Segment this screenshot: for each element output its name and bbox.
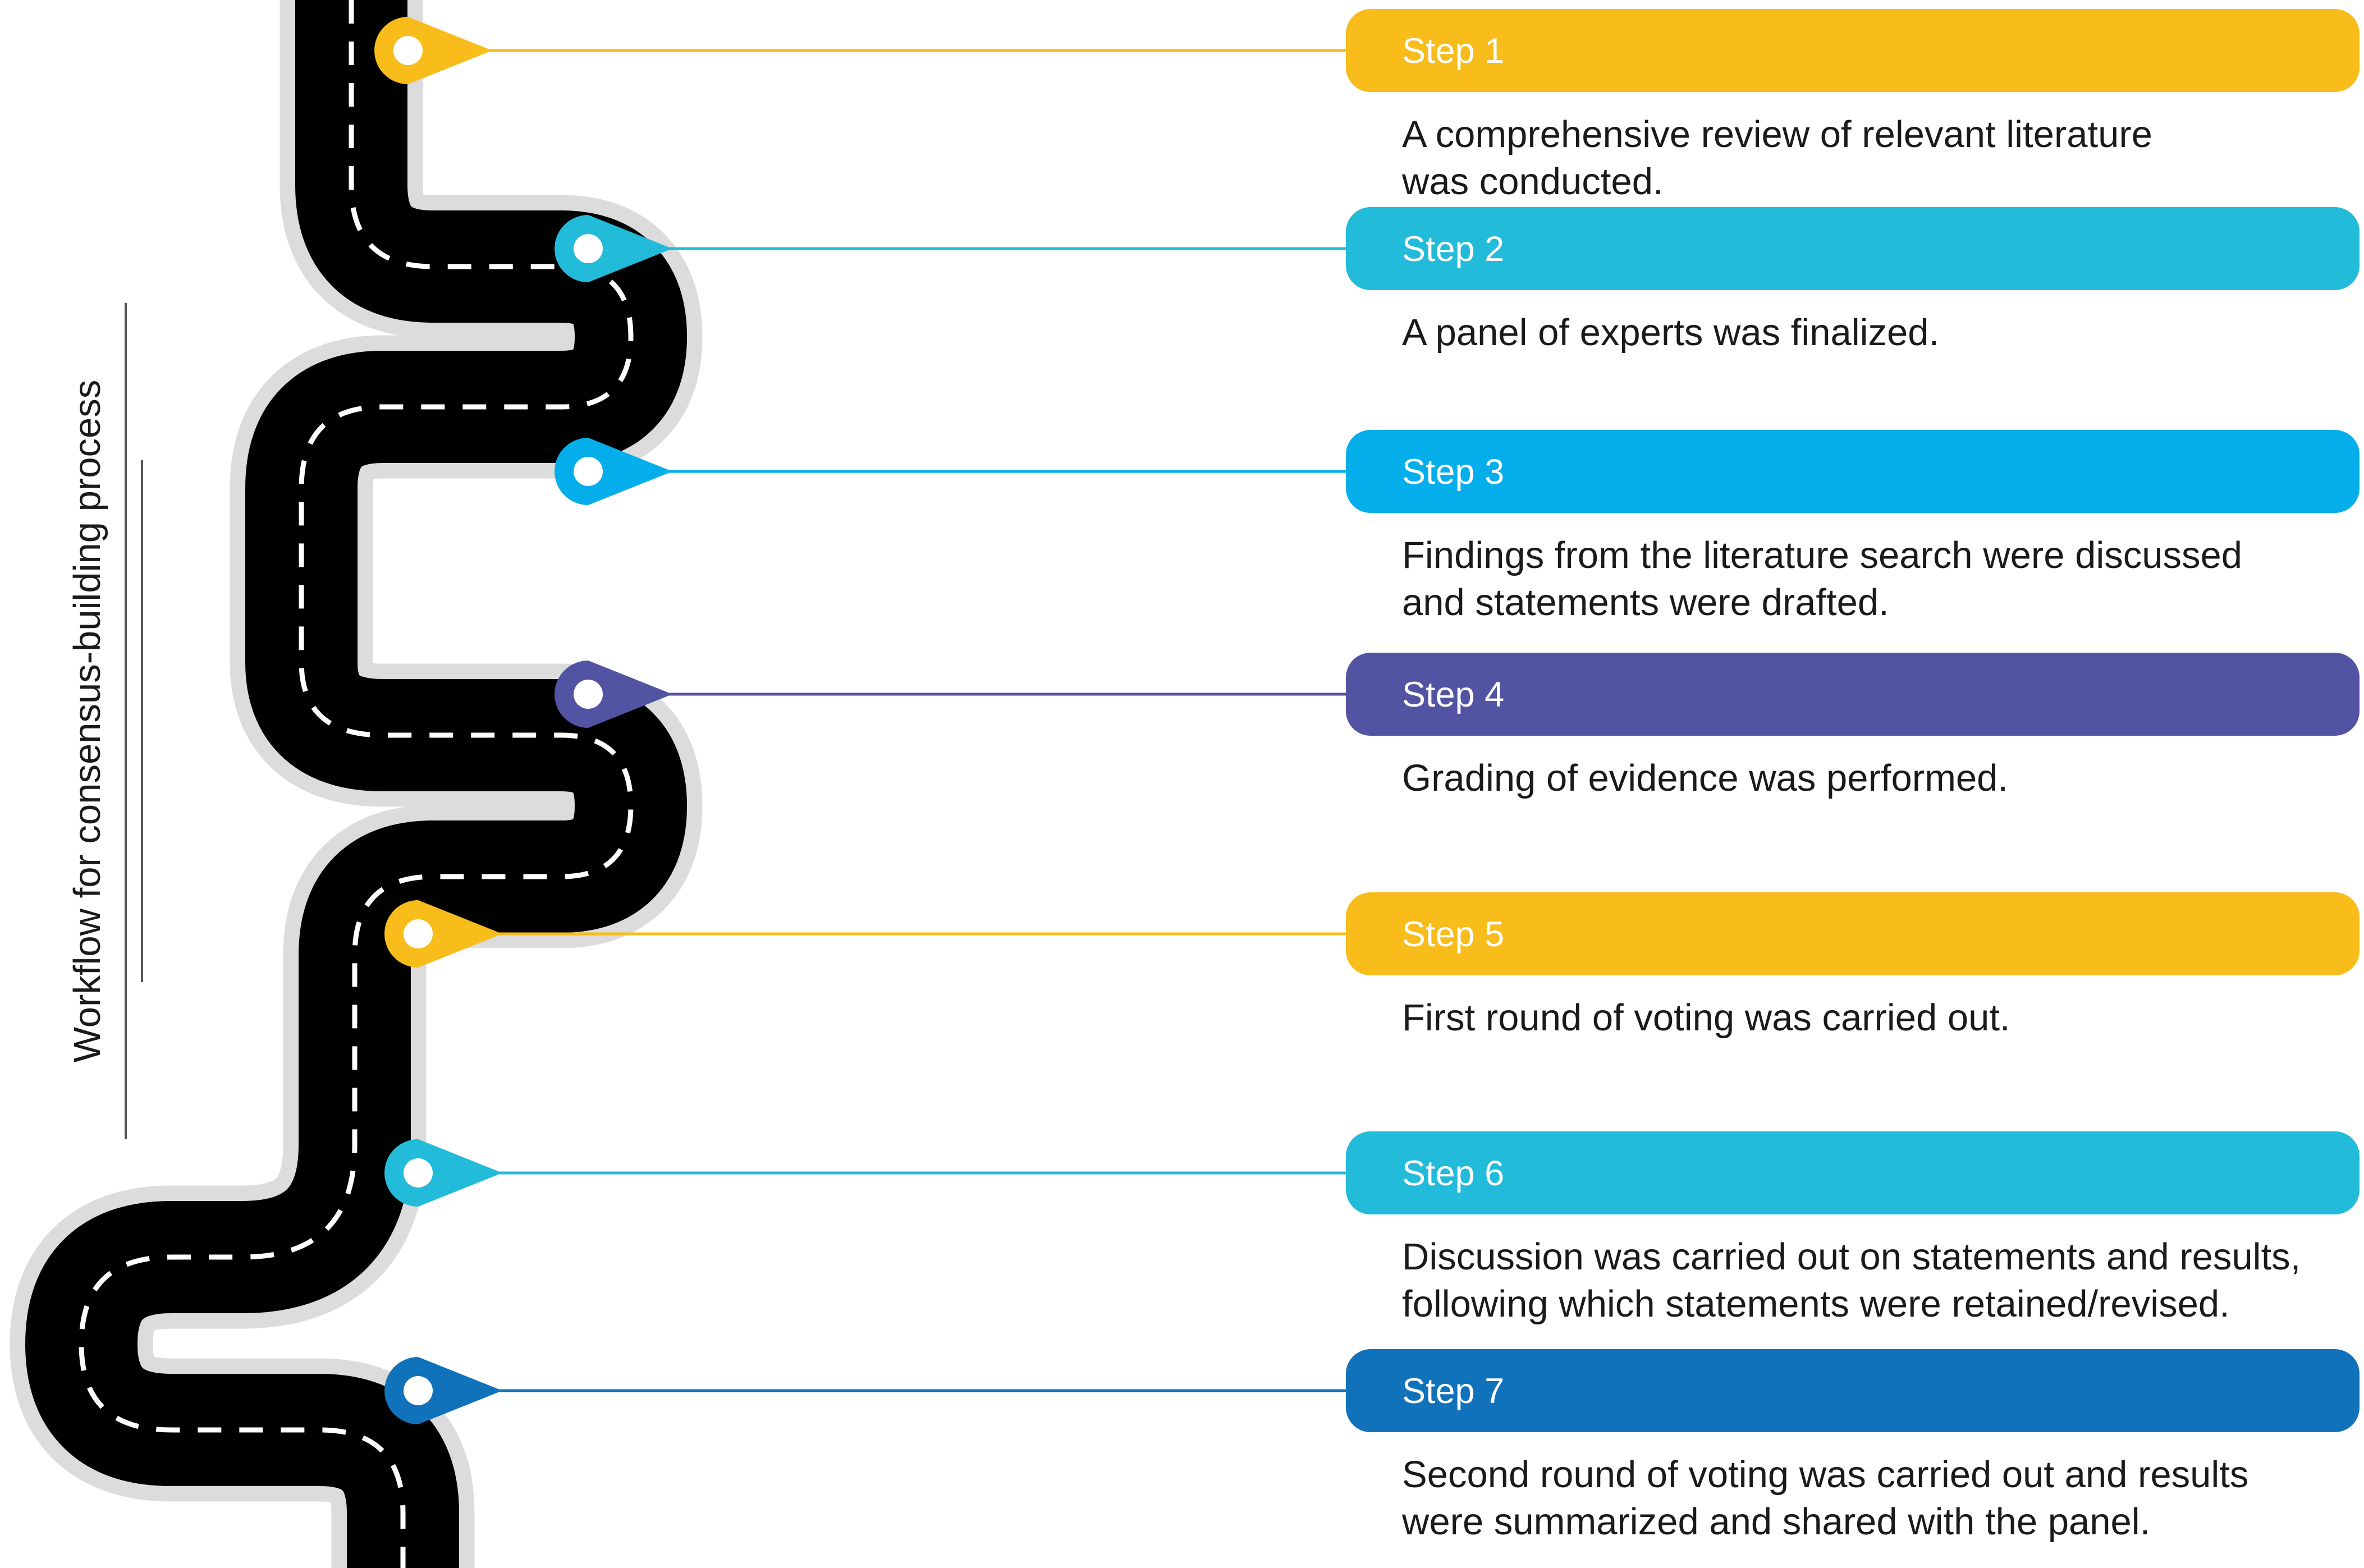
step-7-label: Step 7	[1402, 1372, 1504, 1411]
step-2-pin-marker	[555, 215, 672, 282]
diagram-title: Workflow for consensus-building process	[66, 380, 108, 1062]
step-6-bar	[1346, 1131, 2360, 1214]
step-5-pin-marker	[384, 900, 502, 968]
winding-road	[10, 0, 703, 1568]
step-7: Step 7 Second round of voting was carried…	[384, 1349, 2360, 1543]
step-6-pin-marker	[384, 1139, 502, 1207]
step-1-label: Step 1	[1402, 31, 1504, 71]
step-3-bar	[1346, 430, 2360, 513]
step-6-pin-dot	[404, 1158, 433, 1188]
step-3-description-line: Findings from the literature search were…	[1402, 534, 2242, 576]
step-2-bar	[1346, 207, 2360, 290]
step-6-description-line: following which statements were retained…	[1402, 1283, 2230, 1325]
step-1-description-line: was conducted.	[1401, 161, 1664, 203]
step-5-bar	[1346, 892, 2360, 975]
step-4-description-line: Grading of evidence was performed.	[1402, 757, 2008, 799]
road-lane-markings	[79, 0, 634, 1568]
step-1-bar	[1346, 9, 2360, 92]
step-1-pin-dot	[393, 36, 423, 65]
step-7-description-line: Second round of voting was carried out a…	[1402, 1454, 2248, 1496]
step-3-label: Step 3	[1402, 452, 1504, 492]
step-1: Step 1 A comprehensive review of relevant…	[374, 9, 2360, 203]
step-2-pin-dot	[574, 234, 603, 263]
step-2: Step 2 A panel of experts was finalized.	[555, 207, 2360, 354]
step-4-bar	[1346, 653, 2360, 736]
step-2-description-line: A panel of experts was finalized.	[1402, 311, 1939, 354]
road-surface	[25, 0, 687, 1568]
step-1-description-line: A comprehensive review of relevant liter…	[1402, 113, 2152, 155]
step-3-pin-dot	[574, 457, 603, 486]
step-1-pin-marker	[374, 17, 492, 84]
step-5: Step 5 First round of voting was carried …	[384, 892, 2360, 1039]
step-6: Step 6 Discussion was carried out on stat…	[384, 1131, 2360, 1325]
step-7-pin-dot	[404, 1376, 433, 1405]
step-7-pin-marker	[384, 1357, 502, 1424]
step-7-bar	[1346, 1349, 2360, 1432]
step-6-description-line: Discussion was carried out on statements…	[1402, 1236, 2301, 1278]
step-3-description-line: and statements were drafted.	[1402, 581, 1889, 623]
step-7-description-line: were summarized and shared with the pane…	[1401, 1501, 2150, 1543]
steps-group: Step 1 A comprehensive review of relevant…	[374, 9, 2360, 1543]
step-4-pin-dot	[574, 680, 603, 709]
step-5-label: Step 5	[1402, 915, 1504, 954]
step-6-label: Step 6	[1402, 1154, 1504, 1193]
step-4: Step 4 Grading of evidence was performed.	[555, 653, 2360, 799]
step-3-pin-marker	[555, 438, 672, 505]
step-3: Step 3 Findings from the literature searc…	[555, 430, 2360, 623]
step-4-label: Step 4	[1402, 675, 1504, 714]
step-2-label: Step 2	[1402, 230, 1504, 269]
step-5-pin-dot	[404, 919, 433, 948]
step-4-pin-marker	[555, 661, 672, 728]
step-5-description-line: First round of voting was carried out.	[1402, 997, 2010, 1039]
